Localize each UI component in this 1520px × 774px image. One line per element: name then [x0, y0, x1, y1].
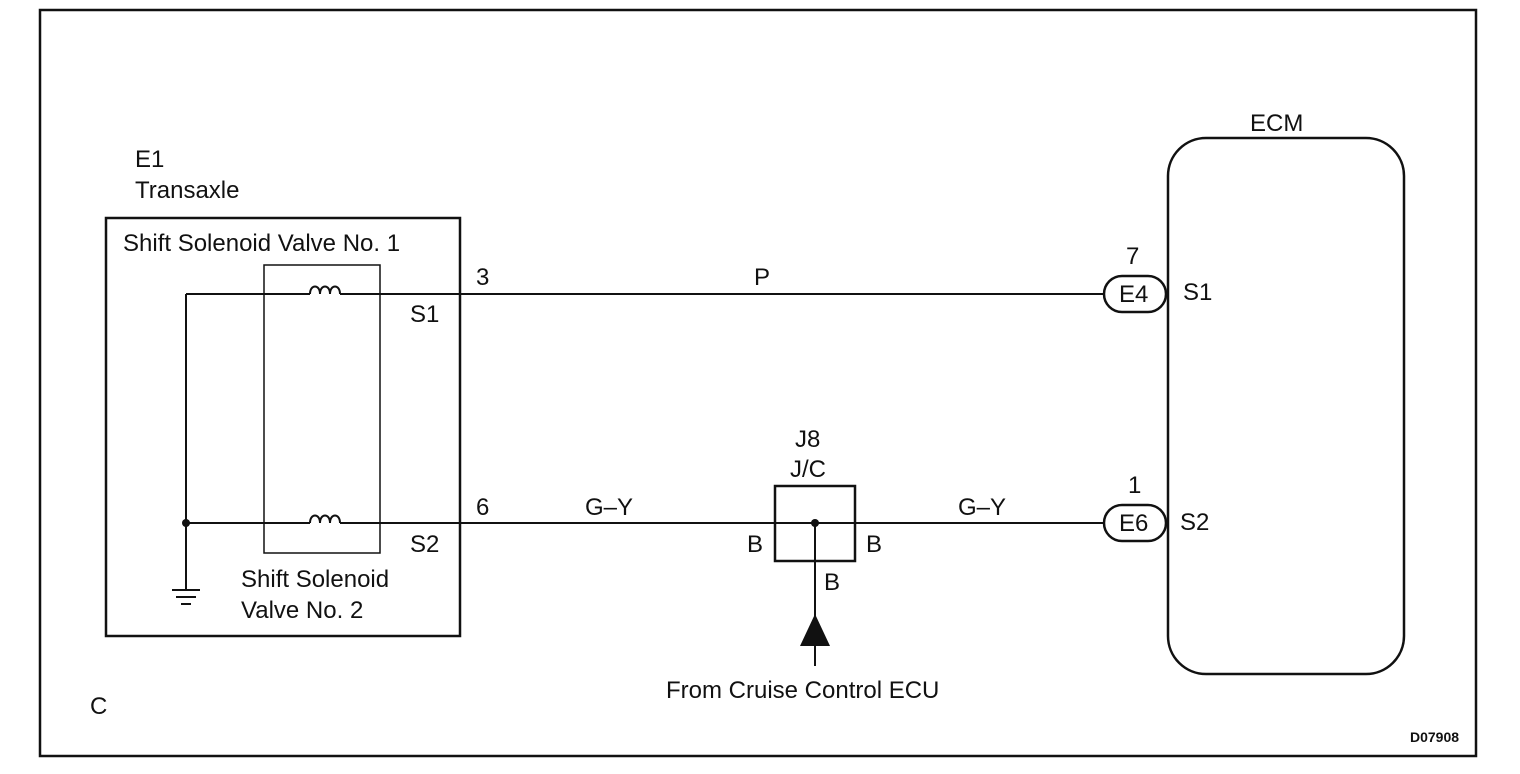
solenoid-coil-1-icon [309, 285, 341, 295]
transaxle-terminal-s2: S2 [410, 531, 439, 558]
junction-id: J8 [795, 426, 820, 453]
ecm-connector-bottom-pin: 1 [1128, 472, 1141, 499]
arrow-up-icon [800, 614, 830, 646]
junction-dot [811, 519, 819, 527]
ecm-box [1166, 136, 1406, 676]
ground-junction-dot [182, 519, 190, 527]
ecm-terminal-bottom: S2 [1180, 509, 1209, 536]
wire-bottom-color-right: G–Y [958, 494, 1006, 521]
ecm-connector-bottom [1102, 503, 1168, 543]
diagram-frame [38, 8, 1478, 758]
junction-right-pin: B [866, 531, 882, 558]
solenoid-coil-2-icon [309, 514, 341, 524]
transaxle-name-label: Transaxle [135, 177, 239, 204]
transaxle-connector-label: E1 [135, 146, 164, 173]
ecm-terminal-top: S1 [1183, 279, 1212, 306]
junction-type: J/C [790, 456, 826, 483]
ecm-connector-bottom-label: E6 [1119, 510, 1148, 537]
valve1-label: Shift Solenoid Valve No. 1 [123, 230, 400, 257]
valve2-label-line2: Valve No. 2 [241, 597, 363, 624]
solenoid-housing [263, 264, 381, 554]
ground-icon [172, 589, 200, 605]
valve2-label-line1: Shift Solenoid [241, 566, 389, 593]
junction-bottom-pin: B [824, 569, 840, 596]
junction-left-pin: B [747, 531, 763, 558]
source-label: From Cruise Control ECU [666, 677, 939, 704]
wire-top-color: P [754, 264, 770, 291]
ecm-connector-top-label: E4 [1119, 281, 1148, 308]
wire-bottom-pin: 6 [476, 494, 489, 521]
ecm-title: ECM [1250, 110, 1303, 137]
transaxle-box [104, 216, 462, 638]
figure-code: D07908 [1410, 729, 1459, 745]
frame-letter: C [90, 693, 107, 720]
wire-bottom-color-left: G–Y [585, 494, 633, 521]
wire-top-pin: 3 [476, 264, 489, 291]
ecm-connector-top [1102, 274, 1168, 314]
transaxle-terminal-s1: S1 [410, 301, 439, 328]
ecm-connector-top-pin: 7 [1126, 243, 1139, 270]
